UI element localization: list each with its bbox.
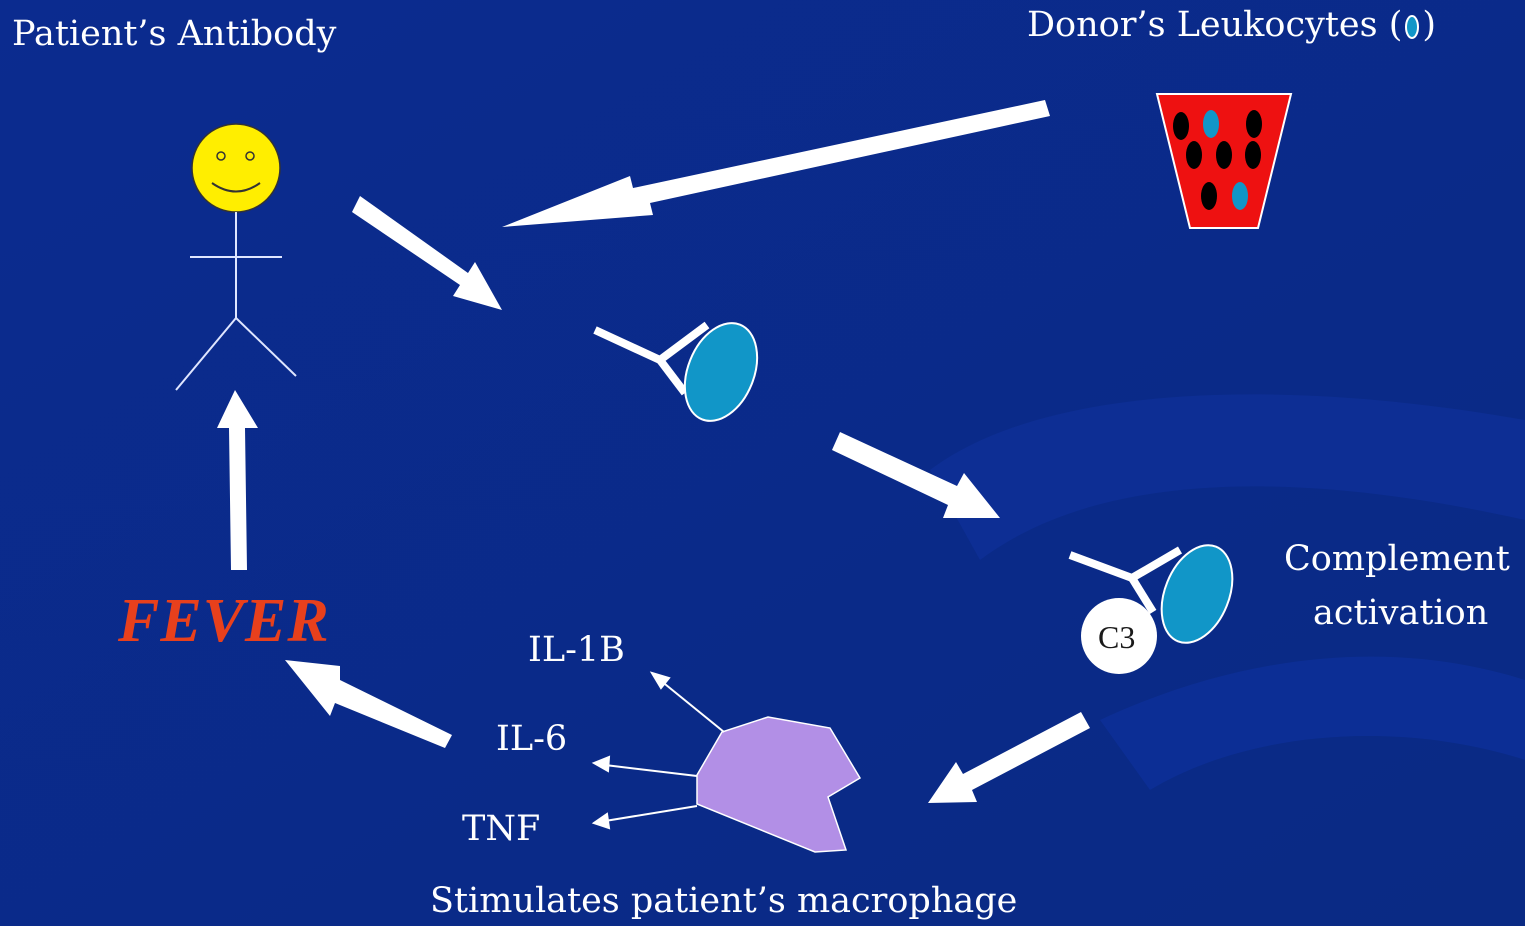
- patient-antibody-label: Patient’s Antibody: [12, 17, 336, 52]
- complement-label-line2: activation: [1313, 596, 1488, 631]
- il1b-label: IL-1B: [528, 633, 625, 668]
- macrophage-caption: Stimulates patient’s macrophage: [430, 884, 1017, 919]
- donor-leukocytes-close: ): [1422, 5, 1436, 45]
- tnf-label: TNF: [462, 812, 540, 847]
- smiley-face-icon: [192, 124, 280, 212]
- leukocyte-legend-icon: [1404, 13, 1420, 41]
- il6-label: IL-6: [496, 722, 567, 757]
- c3-label: C3: [1098, 621, 1135, 653]
- donor-leukocytes-label: Donor’s Leukocytes (): [1027, 8, 1436, 43]
- complement-label-line1: Complement: [1284, 542, 1510, 577]
- donor-leukocytes-text: Donor’s Leukocytes (: [1027, 5, 1402, 45]
- fever-label: FEVER: [118, 590, 330, 652]
